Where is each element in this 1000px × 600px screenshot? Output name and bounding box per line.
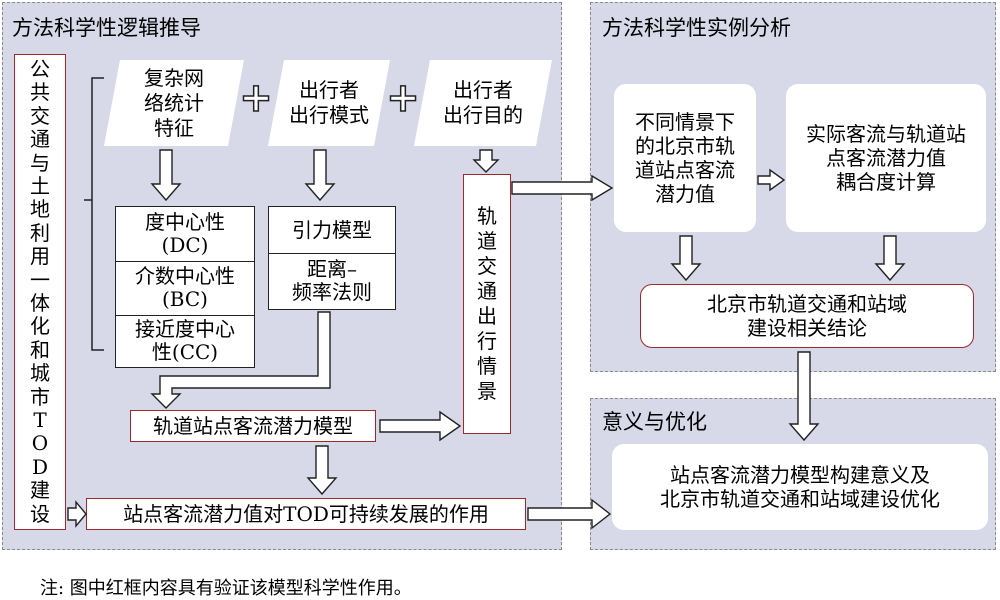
betweenness-centrality: 介数中心性 (BC) (116, 261, 254, 316)
footnote: 注: 图中红框内容具有验证该模型科学性作用。 (40, 578, 412, 599)
travel-purpose-shape (414, 60, 552, 146)
station-potential-model: 轨道站点客流潜力模型 (130, 410, 376, 442)
rail-travel-scenario-text: 轨道交通出行情景 (477, 204, 497, 403)
left-panel-title: 方法科学性逻辑推导 (12, 16, 201, 40)
plus-sign-2: + (385, 75, 420, 121)
tod-effect: 站点客流潜力值对TOD可持续发展的作用 (86, 498, 526, 530)
distance-frequency-rule: 距离– 频率法则 (292, 257, 372, 304)
degree-centrality: 度中心性 (DC) (116, 207, 254, 262)
gravity-model: 引力模型 (269, 207, 395, 254)
closeness-centrality: 接近度中心 性(CC) (135, 317, 235, 364)
tod-integration-text: 公共交通与土地利用一体化和城市TOD建设 (30, 57, 50, 526)
coupling-calculation: 实际客流与轨道站 点客流潜力值 耦合度计算 (786, 84, 986, 232)
right-panel-title: 方法科学性实例分析 (602, 16, 791, 40)
travel-purpose-text: 出行者 出行目的 (443, 78, 523, 127)
plus-sign-1: + (238, 75, 273, 121)
travel-mode-node: 出行者 出行模式 (268, 60, 390, 146)
beijing-conclusion: 北京市轨道交通和站域 建设相关结论 (640, 284, 974, 348)
travel-mode-shape (268, 60, 390, 146)
tod-integration-label: 公共交通与土地利用一体化和城市TOD建设 (14, 54, 66, 530)
network-features-node: 复杂网 络统计 特征 (104, 60, 244, 146)
network-features-shape (104, 60, 244, 146)
centrality-box: 度中心性 (DC) 介数中心性 (BC) 接近度中心 性(CC) (115, 206, 255, 368)
beijing-potential-values: 不同情景下 的北京市轨 道站点客流 潜力值 (614, 84, 756, 232)
travel-mode-text: 出行者 出行模式 (289, 78, 369, 127)
gravity-box: 引力模型 距离– 频率法则 (268, 206, 396, 310)
bottom-panel-title: 意义与优化 (602, 410, 707, 434)
travel-purpose-node: 出行者 出行目的 (414, 60, 552, 146)
rail-travel-scenario: 轨道交通出行情景 (463, 174, 511, 434)
significance-optimization: 站点客流潜力模型构建意义及 北京市轨道交通和站域建设优化 (612, 444, 988, 530)
network-features-text: 复杂网 络统计 特征 (144, 65, 204, 140)
